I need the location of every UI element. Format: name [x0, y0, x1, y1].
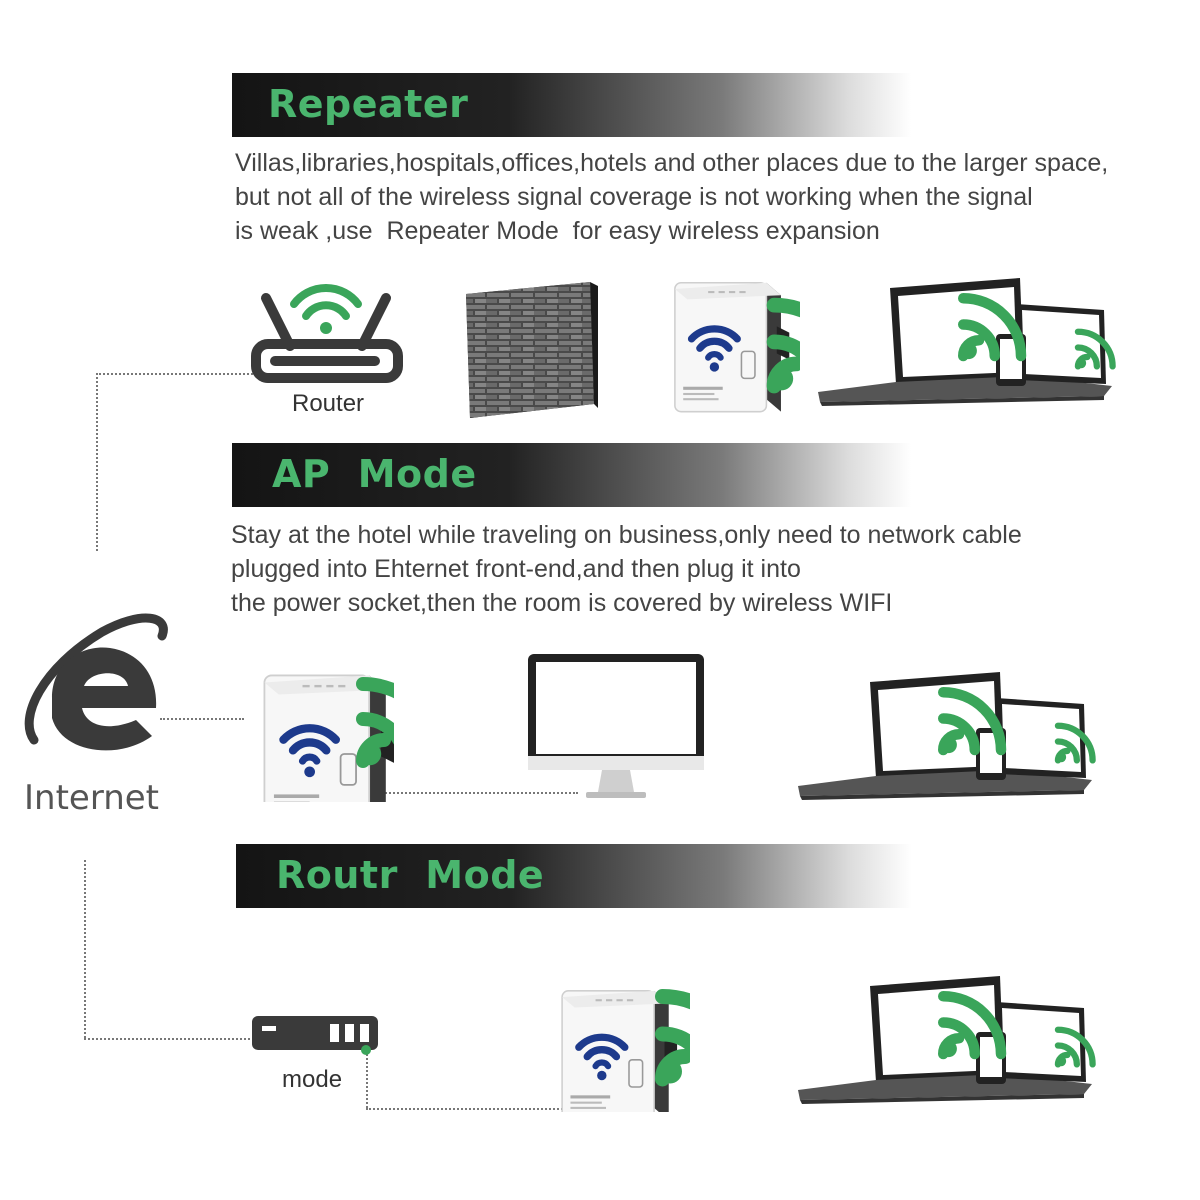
devices-group — [812, 272, 1132, 412]
wifi-repeater-icon — [540, 952, 690, 1112]
router-section-title: Routr Mode — [276, 853, 545, 897]
modem-icon — [252, 1016, 378, 1055]
internet-modem-line-vertical — [84, 860, 86, 1038]
router-section-bar: Routr Mode — [236, 844, 1022, 908]
repeater-description-line: but not all of the wireless signal cover… — [235, 183, 1033, 211]
ap-description-line: Stay at the hotel while traveling on bus… — [231, 521, 1022, 549]
wifi-repeater-icon — [660, 258, 800, 414]
wifi-repeater-icon — [254, 632, 394, 802]
ap-section-title: AP Mode — [272, 452, 477, 496]
ap-description-line: plugged into Ehternet front-end,and then… — [231, 555, 801, 583]
internet-router-line-vertical — [96, 373, 98, 551]
internet-ap-line — [160, 718, 244, 720]
devices-group — [792, 666, 1112, 806]
router-label: Router — [292, 390, 365, 417]
repeater-description-line: is weak ,use Repeater Mode for easy wire… — [235, 217, 880, 245]
internet-explorer-icon — [24, 613, 168, 751]
repeater-section-bar: Repeater — [232, 73, 1022, 137]
internet-modem-line — [84, 1038, 254, 1040]
ap-description-line: the power socket,then the room is covere… — [231, 589, 893, 617]
ap-description: Stay at the hotel while traveling on bus… — [231, 518, 1022, 620]
brick-wall-icon — [466, 282, 598, 418]
repeater-section-title: Repeater — [268, 82, 469, 126]
repeater-description-line: Villas,libraries,hospitals,offices,hotel… — [235, 149, 1109, 177]
ap-monitor-cable — [330, 792, 578, 794]
internet-router-line — [96, 373, 256, 375]
modem-repeater-cable — [366, 1108, 634, 1110]
modem-repeater-cable-vertical — [366, 1050, 368, 1108]
repeater-description: Villas,libraries,hospitals,offices,hotel… — [235, 146, 1108, 248]
ap-section-bar: AP Mode — [232, 443, 1022, 507]
internet-label: Internet — [24, 778, 160, 818]
router-icon — [251, 284, 403, 383]
devices-group — [792, 970, 1112, 1110]
modem-label: mode — [282, 1066, 343, 1093]
monitor-icon — [528, 654, 704, 798]
